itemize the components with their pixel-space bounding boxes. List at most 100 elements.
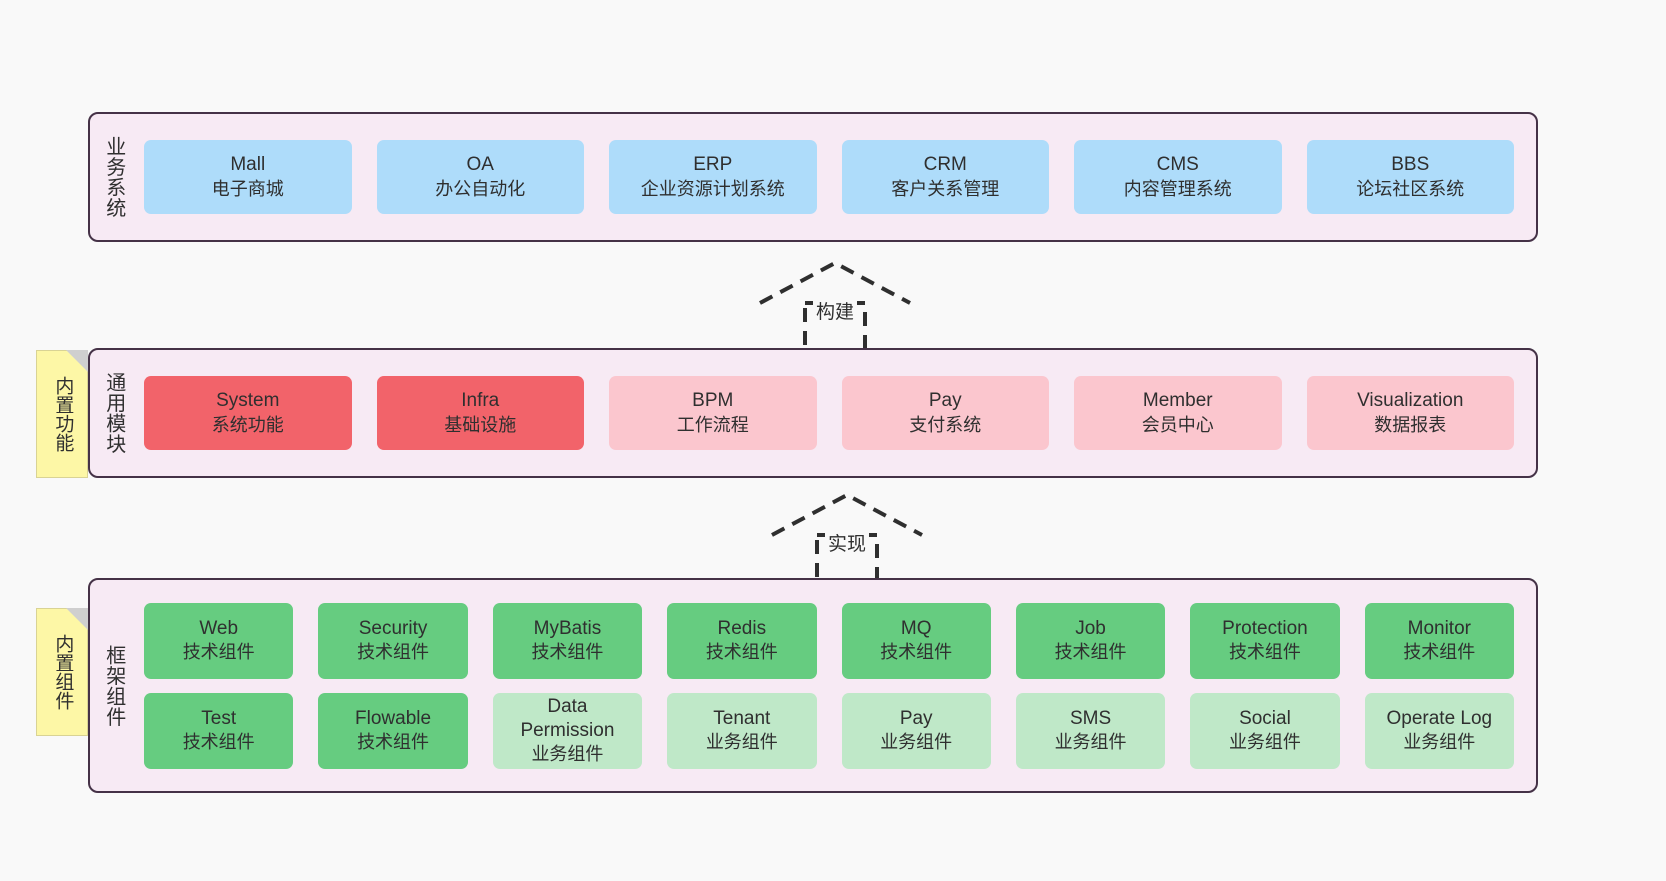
node-infra[interactable]: Infra 基础设施: [376, 376, 584, 450]
node-bpm[interactable]: BPM 工作流程: [609, 376, 817, 450]
node-subtitle: 业务组件: [880, 732, 953, 753]
layer-row: Test 技术组件 Flowable 技术组件 Data Permission …: [144, 692, 1514, 769]
node-title: Mall: [230, 154, 266, 176]
layer-title-business: 业务系统: [102, 136, 125, 218]
layer-body-common: System 系统功能 Infra 基础设施 BPM 工作流程 Pay 支付系统…: [136, 350, 1536, 476]
node-security[interactable]: Security 技术组件: [318, 602, 468, 679]
node-subtitle: 系统功能: [211, 414, 284, 435]
layer-row: Web 技术组件 Security 技术组件 MyBatis 技术组件 Redi…: [144, 602, 1514, 679]
node-subtitle: 技术组件: [182, 732, 255, 753]
node-title: Protection: [1222, 617, 1308, 639]
node-subtitle: 会员中心: [1141, 414, 1214, 435]
node-subtitle: 技术组件: [357, 732, 430, 753]
node-title: Security: [358, 617, 428, 639]
node-title: Tenant: [713, 707, 771, 729]
node-subtitle: 论坛社区系统: [1356, 178, 1465, 199]
node-mybatis[interactable]: MyBatis 技术组件: [492, 602, 643, 679]
node-subtitle: 内容管理系统: [1123, 178, 1232, 199]
node-title: Data Permission: [520, 695, 615, 741]
node-title: SMS: [1069, 707, 1112, 729]
node-test[interactable]: Test 技术组件: [144, 692, 294, 769]
node-title: BBS: [1391, 154, 1430, 176]
layer-body-framework: Web 技术组件 Security 技术组件 MyBatis 技术组件 Redi…: [136, 580, 1536, 791]
node-title: Monitor: [1407, 617, 1471, 639]
layer-title-framework: 框架组件: [102, 644, 125, 727]
node-monitor[interactable]: Monitor 技术组件: [1364, 602, 1514, 679]
node-tenant[interactable]: Tenant 业务组件: [667, 692, 817, 769]
sticky-note-builtin-features: 内置功能: [36, 350, 88, 478]
node-title: Pay: [928, 390, 962, 412]
arrow-implement: 实现: [752, 490, 942, 590]
node-web[interactable]: Web 技术组件: [144, 602, 294, 679]
node-title: Flowable: [355, 707, 432, 729]
sticky-note-builtin-components: 内置组件: [36, 608, 88, 736]
node-subtitle: 技术组件: [1054, 642, 1127, 663]
node-subtitle: 业务组件: [705, 732, 778, 753]
node-data-permission[interactable]: Data Permission 业务组件: [492, 692, 643, 769]
node-title: Member: [1142, 390, 1213, 412]
node-protection[interactable]: Protection 技术组件: [1190, 602, 1340, 679]
node-mall[interactable]: Mall 电子商城: [144, 140, 352, 214]
node-title: CRM: [923, 154, 967, 176]
node-subtitle: 办公自动化: [435, 178, 526, 199]
node-subtitle: 技术组件: [705, 642, 778, 663]
layer-business-systems: 业务系统 Mall 电子商城 OA 办公自动化 ERP 企业资源计划系统 CRM…: [88, 112, 1538, 242]
node-subtitle: 业务组件: [1054, 732, 1127, 753]
node-title: MyBatis: [533, 617, 602, 639]
sticky-note-text: 内置组件: [52, 634, 74, 710]
node-bbs[interactable]: BBS 论坛社区系统: [1306, 140, 1514, 214]
layer-body-business: Mall 电子商城 OA 办公自动化 ERP 企业资源计划系统 CRM 客户关系…: [136, 114, 1536, 240]
node-operate-log[interactable]: Operate Log 业务组件: [1364, 692, 1514, 769]
node-pay-component[interactable]: Pay 业务组件: [841, 692, 991, 769]
node-title: Redis: [717, 617, 767, 639]
node-subtitle: 业务组件: [1403, 732, 1476, 753]
sticky-note-text: 内置功能: [52, 376, 74, 452]
layer-title-common: 通用模块: [102, 372, 125, 454]
node-subtitle: 技术组件: [1228, 642, 1301, 663]
node-title: Job: [1075, 617, 1106, 639]
node-subtitle: 技术组件: [1403, 642, 1476, 663]
node-title: Operate Log: [1386, 707, 1493, 729]
layer-row: Mall 电子商城 OA 办公自动化 ERP 企业资源计划系统 CRM 客户关系…: [144, 140, 1514, 214]
node-erp[interactable]: ERP 企业资源计划系统: [609, 140, 817, 214]
node-title: Infra: [461, 390, 500, 412]
node-title: ERP: [693, 154, 733, 176]
node-oa[interactable]: OA 办公自动化: [376, 140, 584, 214]
node-subtitle: 技术组件: [182, 642, 255, 663]
node-title: Pay: [899, 707, 933, 729]
node-title: CMS: [1156, 154, 1199, 176]
node-title: Visualization: [1357, 390, 1464, 412]
node-redis[interactable]: Redis 技术组件: [667, 602, 817, 679]
node-title: Social: [1239, 707, 1291, 729]
node-social[interactable]: Social 业务组件: [1190, 692, 1340, 769]
arrow-build: 构建: [740, 258, 930, 358]
node-subtitle: 业务组件: [531, 744, 604, 765]
node-member[interactable]: Member 会员中心: [1074, 376, 1282, 450]
node-crm[interactable]: CRM 客户关系管理: [841, 140, 1049, 214]
node-sms[interactable]: SMS 业务组件: [1015, 692, 1166, 769]
node-subtitle: 技术组件: [531, 642, 604, 663]
node-job[interactable]: Job 技术组件: [1015, 602, 1166, 679]
node-subtitle: 客户关系管理: [891, 178, 1000, 199]
node-title: System: [216, 390, 280, 412]
node-title: OA: [466, 154, 494, 176]
node-flowable[interactable]: Flowable 技术组件: [318, 692, 468, 769]
generalization-arrow-icon: [759, 260, 911, 358]
node-subtitle: 工作流程: [676, 414, 749, 435]
layer-framework-components: 框架组件 Web 技术组件 Security 技术组件 MyBatis 技术组件…: [88, 578, 1538, 793]
layer-row: System 系统功能 Infra 基础设施 BPM 工作流程 Pay 支付系统…: [144, 376, 1514, 450]
node-subtitle: 技术组件: [880, 642, 953, 663]
node-system[interactable]: System 系统功能: [144, 376, 352, 450]
node-subtitle: 业务组件: [1228, 732, 1301, 753]
node-mq[interactable]: MQ 技术组件: [841, 602, 991, 679]
arrow-label-build: 构建: [812, 296, 858, 325]
node-subtitle: 电子商城: [211, 178, 284, 199]
node-subtitle: 支付系统: [909, 414, 982, 435]
node-title: MQ: [900, 617, 932, 639]
node-visualization[interactable]: Visualization 数据报表: [1306, 376, 1514, 450]
node-title: BPM: [692, 390, 734, 412]
node-subtitle: 企业资源计划系统: [640, 178, 785, 199]
node-pay[interactable]: Pay 支付系统: [841, 376, 1049, 450]
node-cms[interactable]: CMS 内容管理系统: [1074, 140, 1282, 214]
